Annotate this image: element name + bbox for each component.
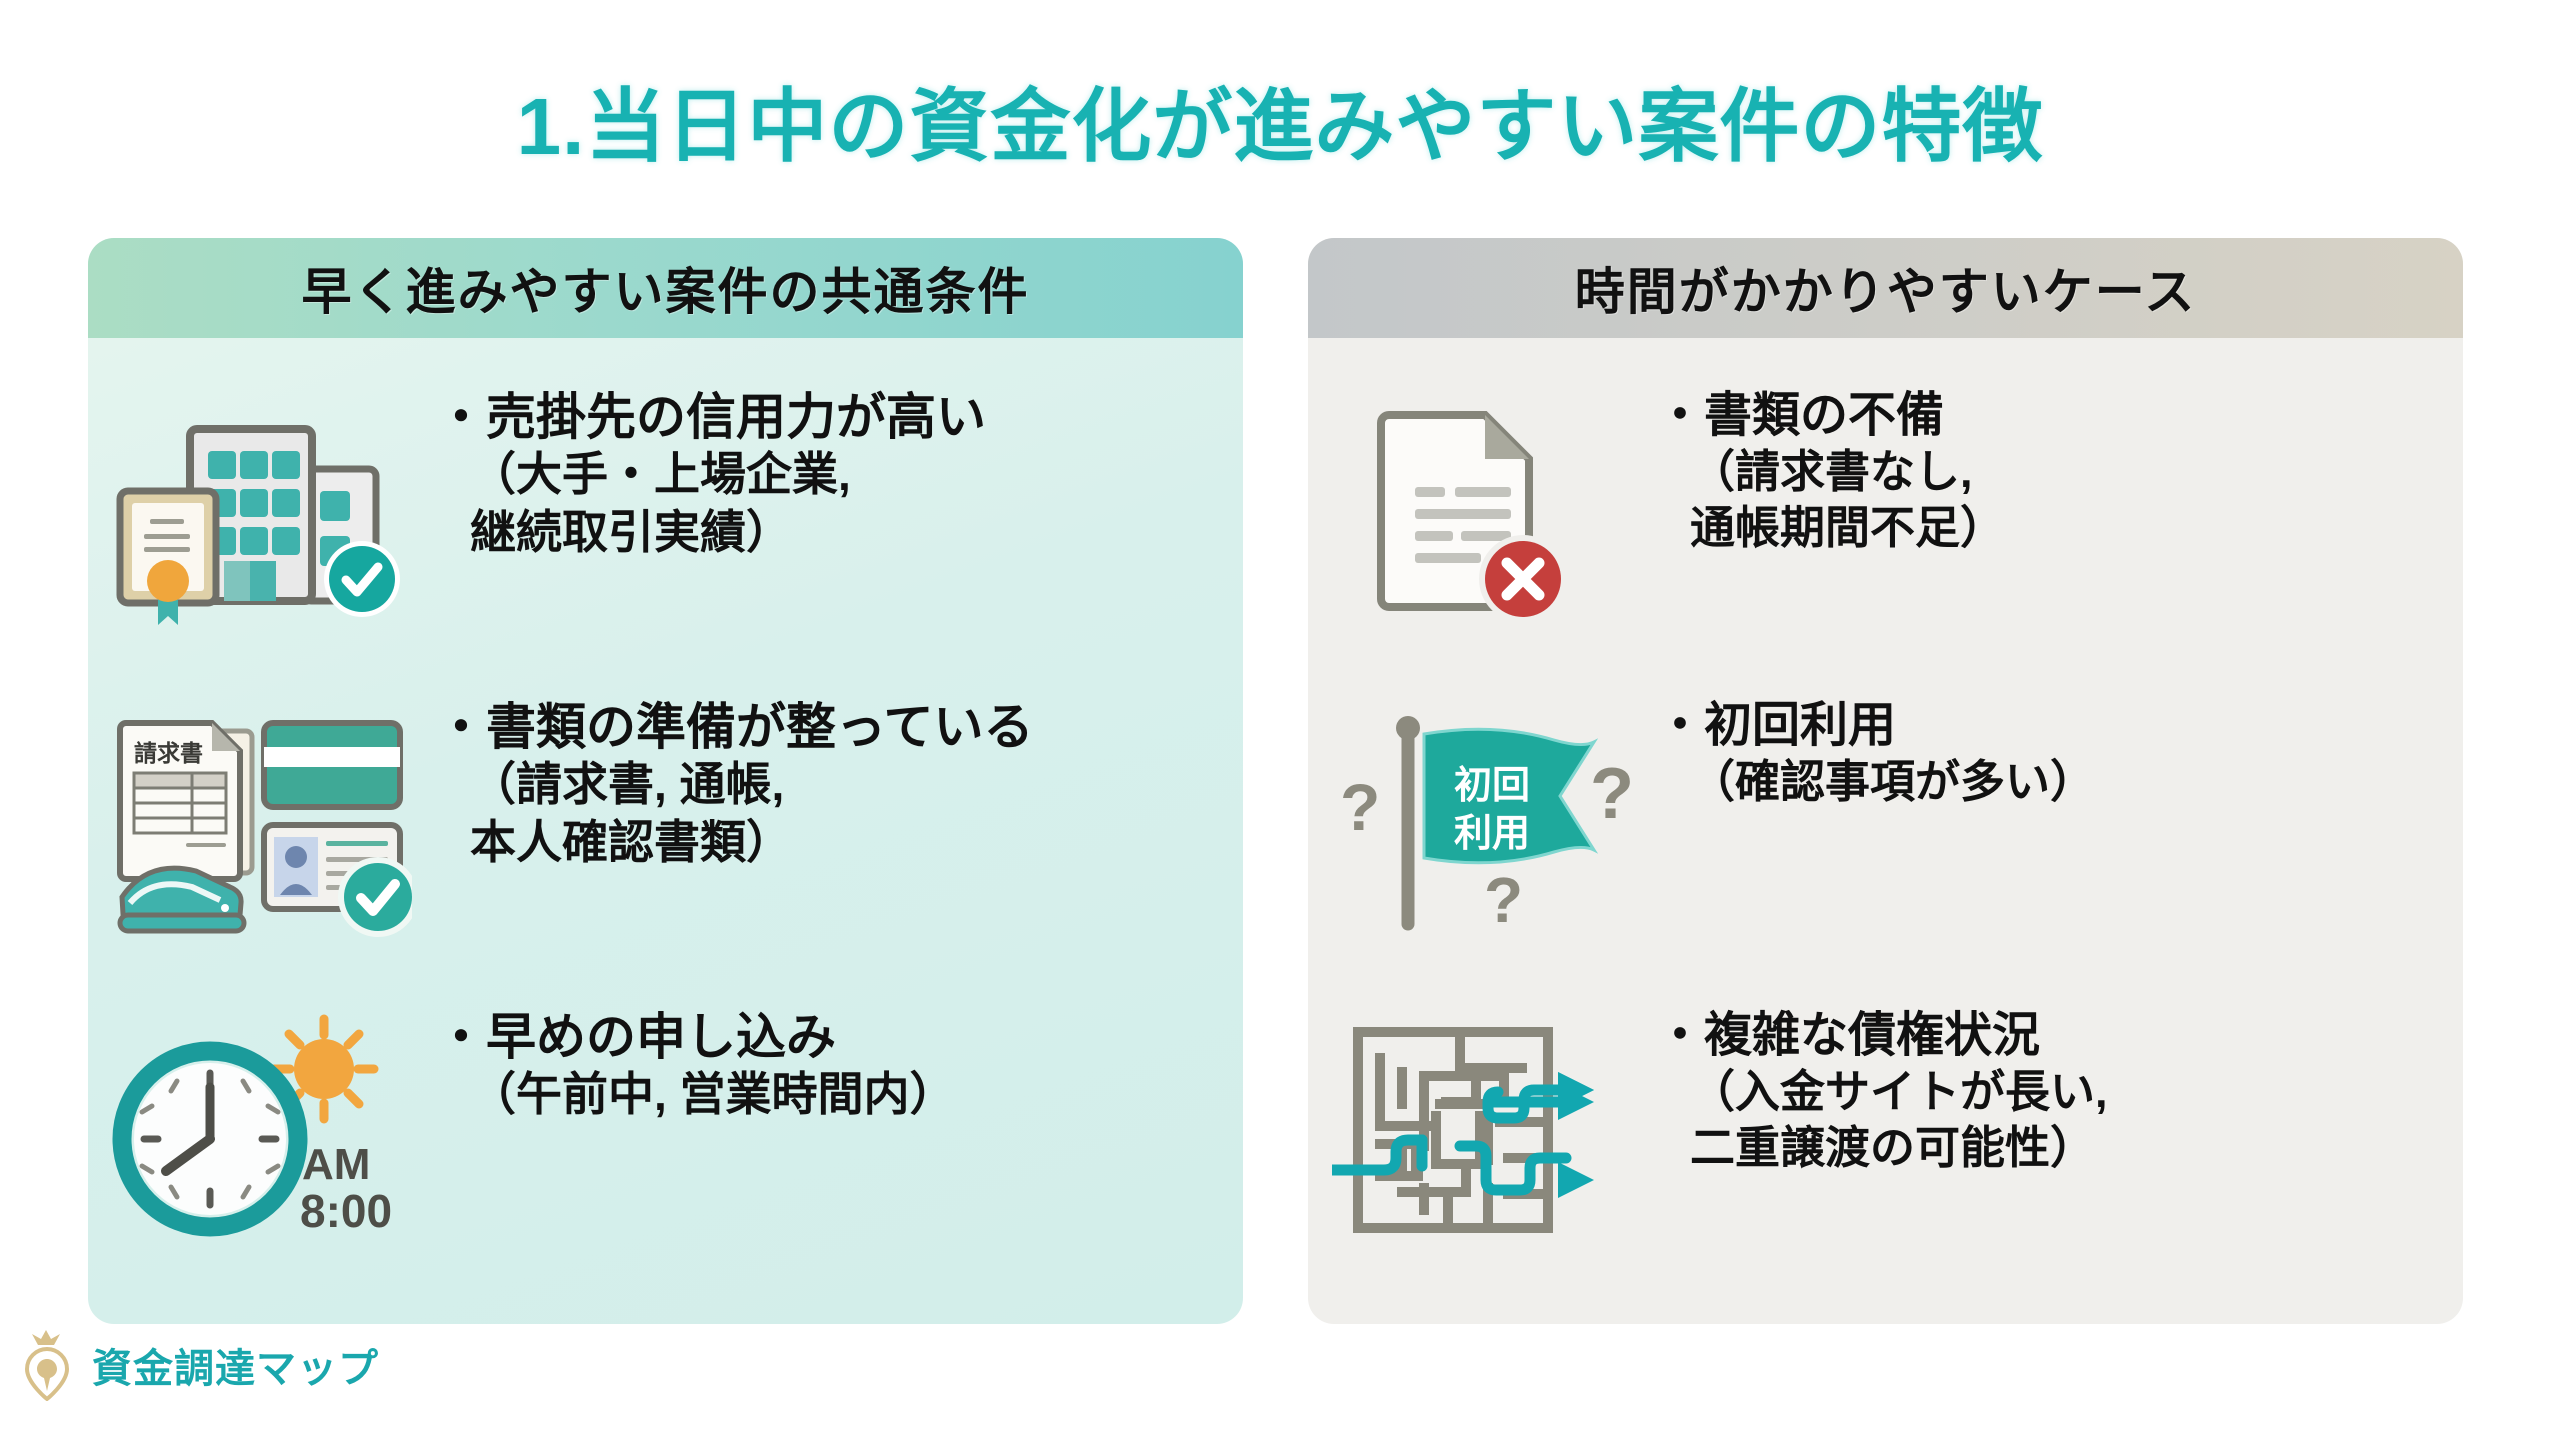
flag-question-icon: 初回 利用 ? ? ? [1308, 686, 1656, 966]
bullet-sub-1: （大手・上場企業, [470, 448, 851, 500]
clock-time-label: 8:00 [300, 1185, 392, 1237]
documents-stapler-idcard-check-icon: 請求書 [88, 686, 436, 966]
document-error-icon [1308, 376, 1656, 656]
list-item-text: ・売掛先の信用力が高い （大手・上場企業, 継続取引実績） [436, 376, 986, 562]
bullet-sub-1: （請求書, 通帳, [470, 758, 785, 810]
list-item: 請求書 [88, 686, 1243, 996]
bullet-main: ・売掛先の信用力が高い [436, 389, 986, 445]
panel-header-fast-label: 早く進みやすい案件の共通条件 [301, 264, 1030, 320]
bullet-sub-1: （入金サイトが長い, [1690, 1065, 2108, 1117]
panel-slow-cases: 時間がかかりやすいケース [1308, 238, 2463, 1324]
fast-rows: ・売掛先の信用力が高い （大手・上場企業, 継続取引実績） 請求書 [88, 338, 1243, 1306]
crown-pin-icon [24, 1330, 70, 1401]
invoice-label: 請求書 [134, 740, 203, 766]
bullet-main: ・書類の不備 [1656, 389, 1945, 442]
question-mark-right: ? [1590, 754, 1632, 834]
slow-rows: ・書類の不備 （請求書なし, 通帳期間不足） 初回 利用 [1308, 338, 2463, 1306]
page-title: 1.当日中の資金化が進みやすい案件の特徴 [516, 82, 2044, 171]
list-item: ・書類の不備 （請求書なし, 通帳期間不足） [1308, 376, 2463, 686]
certificate-building-check-icon [88, 376, 436, 656]
bullet-main: ・初回利用 [1656, 699, 1897, 752]
flag-label-line2: 利用 [1454, 813, 1530, 855]
bullet-sub-1: （午前中, 営業時間内） [470, 1068, 956, 1120]
bullet-sub-1: （請求書なし, [1690, 445, 1973, 497]
list-item: AM 8:00 ・早めの申し込み （午前中, 営業時間内） [88, 996, 1243, 1306]
panel-header-slow-label: 時間がかかりやすいケース [1574, 264, 2197, 320]
bullet-sub-2: 通帳期間不足） [1690, 502, 2006, 554]
bullet-main: ・複雑な債権状況 [1656, 1009, 2041, 1062]
panel-fast-cases: 早く進みやすい案件の共通条件 [88, 238, 1243, 1324]
footer-brand-label: 資金調達マップ [92, 1347, 379, 1391]
list-item-text: ・書類の準備が整っている （請求書, 通帳, 本人確認書類） [436, 686, 1034, 872]
maze-arrows-icon [1308, 996, 1656, 1276]
list-item-text: ・初回利用 （確認事項が多い） [1656, 686, 2095, 810]
list-item: ・売掛先の信用力が高い （大手・上場企業, 継続取引実績） [88, 376, 1243, 686]
question-mark-bottom: ? [1484, 864, 1523, 936]
flag-label-line1: 初回 [1454, 765, 1530, 807]
question-mark-left: ? [1340, 770, 1380, 844]
panel-header-slow: 時間がかかりやすいケース [1308, 238, 2463, 338]
clock-sun-icon: AM 8:00 [88, 996, 436, 1276]
bullet-sub-2: 継続取引実績） [470, 505, 792, 558]
footer-logo: 資金調達マップ [18, 1329, 379, 1401]
list-item-text: ・書類の不備 （請求書なし, 通帳期間不足） [1656, 376, 2005, 557]
bullet-main: ・早めの申し込み [436, 1009, 836, 1065]
list-item-text: ・早めの申し込み （午前中, 営業時間内） [436, 996, 956, 1124]
list-item-text: ・複雑な債権状況 （入金サイトが長い, 二重譲渡の可能性） [1656, 996, 2108, 1177]
bullet-sub-2: 本人確認書類） [470, 815, 792, 868]
list-item: 初回 利用 ? ? ? ・初回利用 （確認事項が多い） [1308, 686, 2463, 996]
panel-header-fast: 早く進みやすい案件の共通条件 [88, 238, 1243, 338]
bullet-main: ・書類の準備が整っている [436, 699, 1034, 755]
bullet-sub-1: （確認事項が多い） [1690, 755, 2096, 807]
bullet-sub-2: 二重譲渡の可能性） [1690, 1122, 2096, 1174]
list-item: ・複雑な債権状況 （入金サイトが長い, 二重譲渡の可能性） [1308, 996, 2463, 1306]
clock-am-label: AM [302, 1140, 370, 1189]
